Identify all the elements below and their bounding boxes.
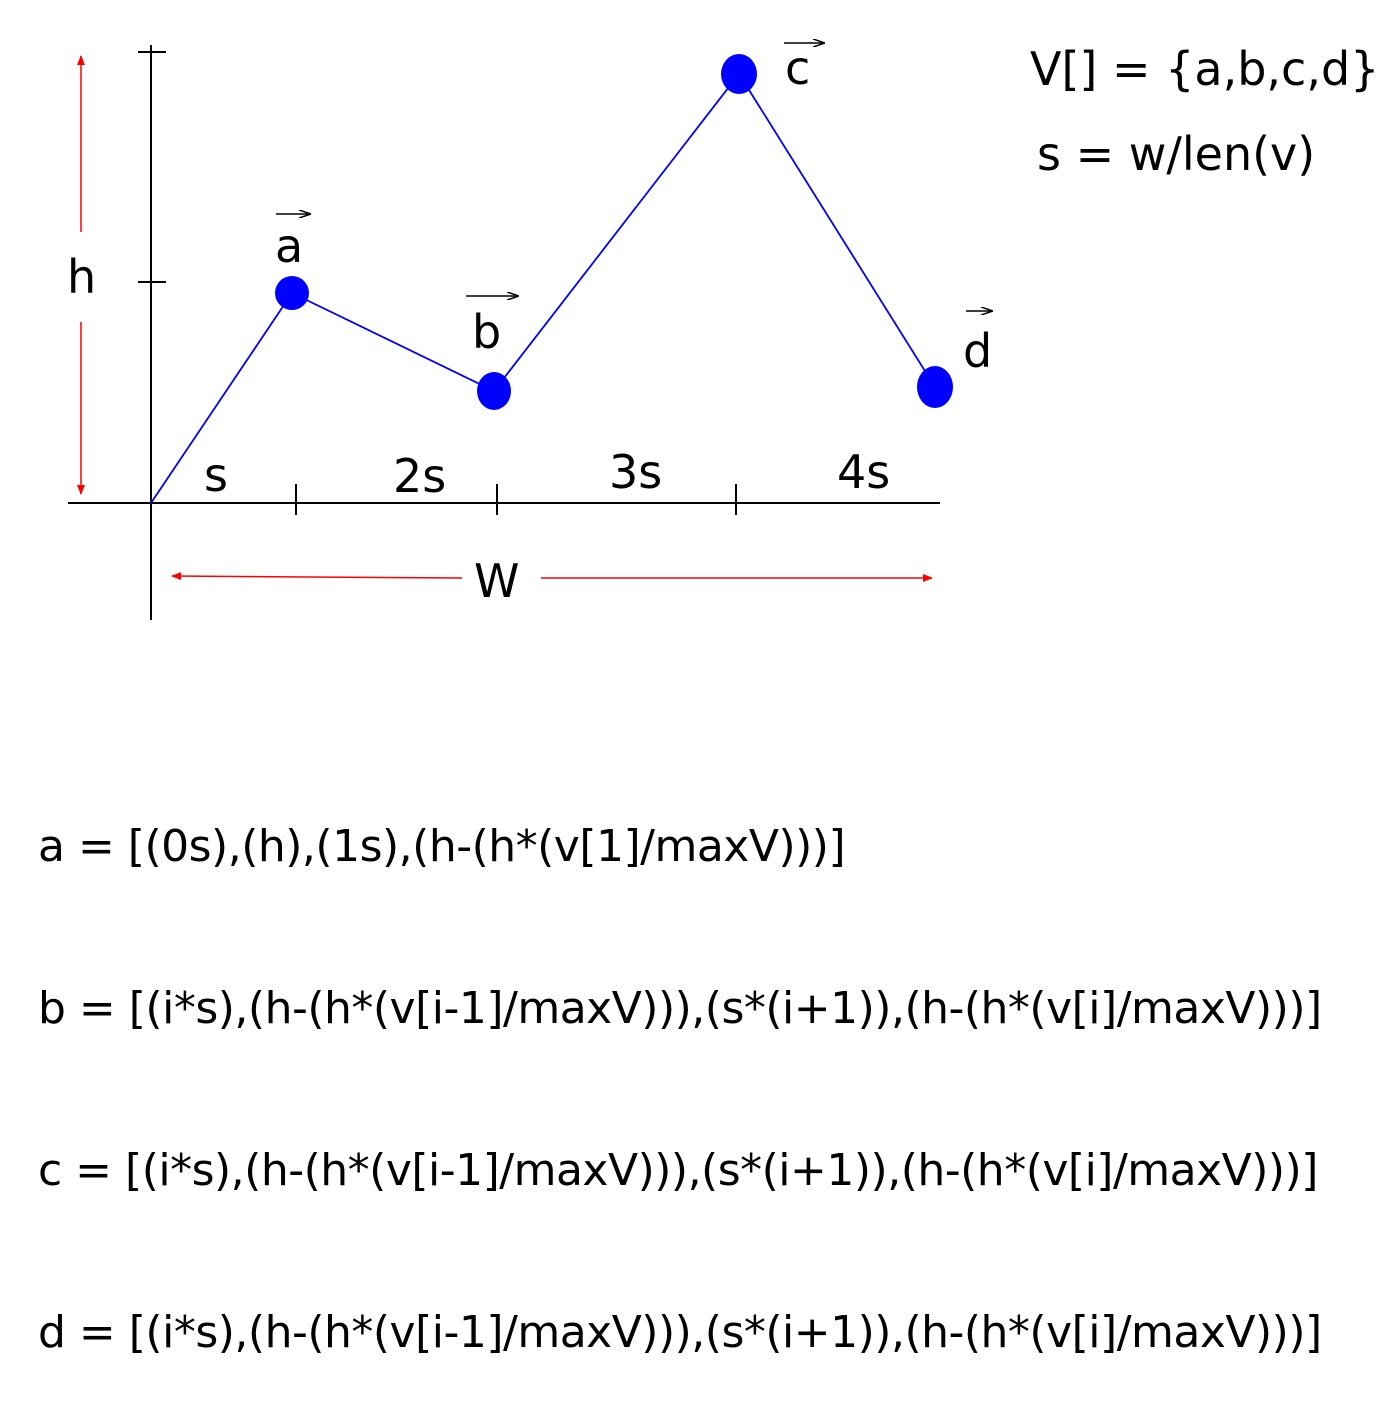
step-label-3s: 3s xyxy=(609,445,662,499)
step-label-4s: 4s xyxy=(837,445,890,499)
step-label-s: s xyxy=(204,448,228,502)
formula-d: d = [(i*s),(h-(h*(v[i-1]/maxV))),(s*(i+1… xyxy=(38,1307,1322,1358)
vector-definition: V[] = {a,b,c,d} xyxy=(1030,42,1379,96)
point-c xyxy=(721,54,757,94)
point-a xyxy=(275,276,309,310)
line-graph-diagram: h W a b c d s 2s 3s 4s V[] = {a,b,c,d} s… xyxy=(67,0,1379,620)
step-label-2s: 2s xyxy=(393,449,446,503)
w-dimension-arrow-left xyxy=(171,572,463,581)
formula-a: a = [(0s),(h),(1s),(h-(h*(v[1]/maxV)))] xyxy=(38,821,846,872)
point-d xyxy=(917,366,953,408)
formula-b: b = [(i*s),(h-(h*(v[i-1]/maxV))),(s*(i+1… xyxy=(38,983,1322,1034)
vector-label-a: a xyxy=(275,219,303,273)
h-label: h xyxy=(67,250,96,304)
formula-list: a = [(0s),(h),(1s),(h-(h*(v[1]/maxV)))] … xyxy=(38,712,1322,1414)
value-polyline xyxy=(150,72,936,504)
vector-label-c: c xyxy=(785,41,810,95)
vector-label-b: b xyxy=(472,305,501,359)
vector-label-d: d xyxy=(963,324,992,378)
step-definition: s = w/len(v) xyxy=(1037,127,1315,181)
w-label: W xyxy=(474,554,519,608)
formula-c: c = [(i*s),(h-(h*(v[i-1]/maxV))),(s*(i+1… xyxy=(38,1145,1318,1196)
point-b xyxy=(477,372,511,410)
